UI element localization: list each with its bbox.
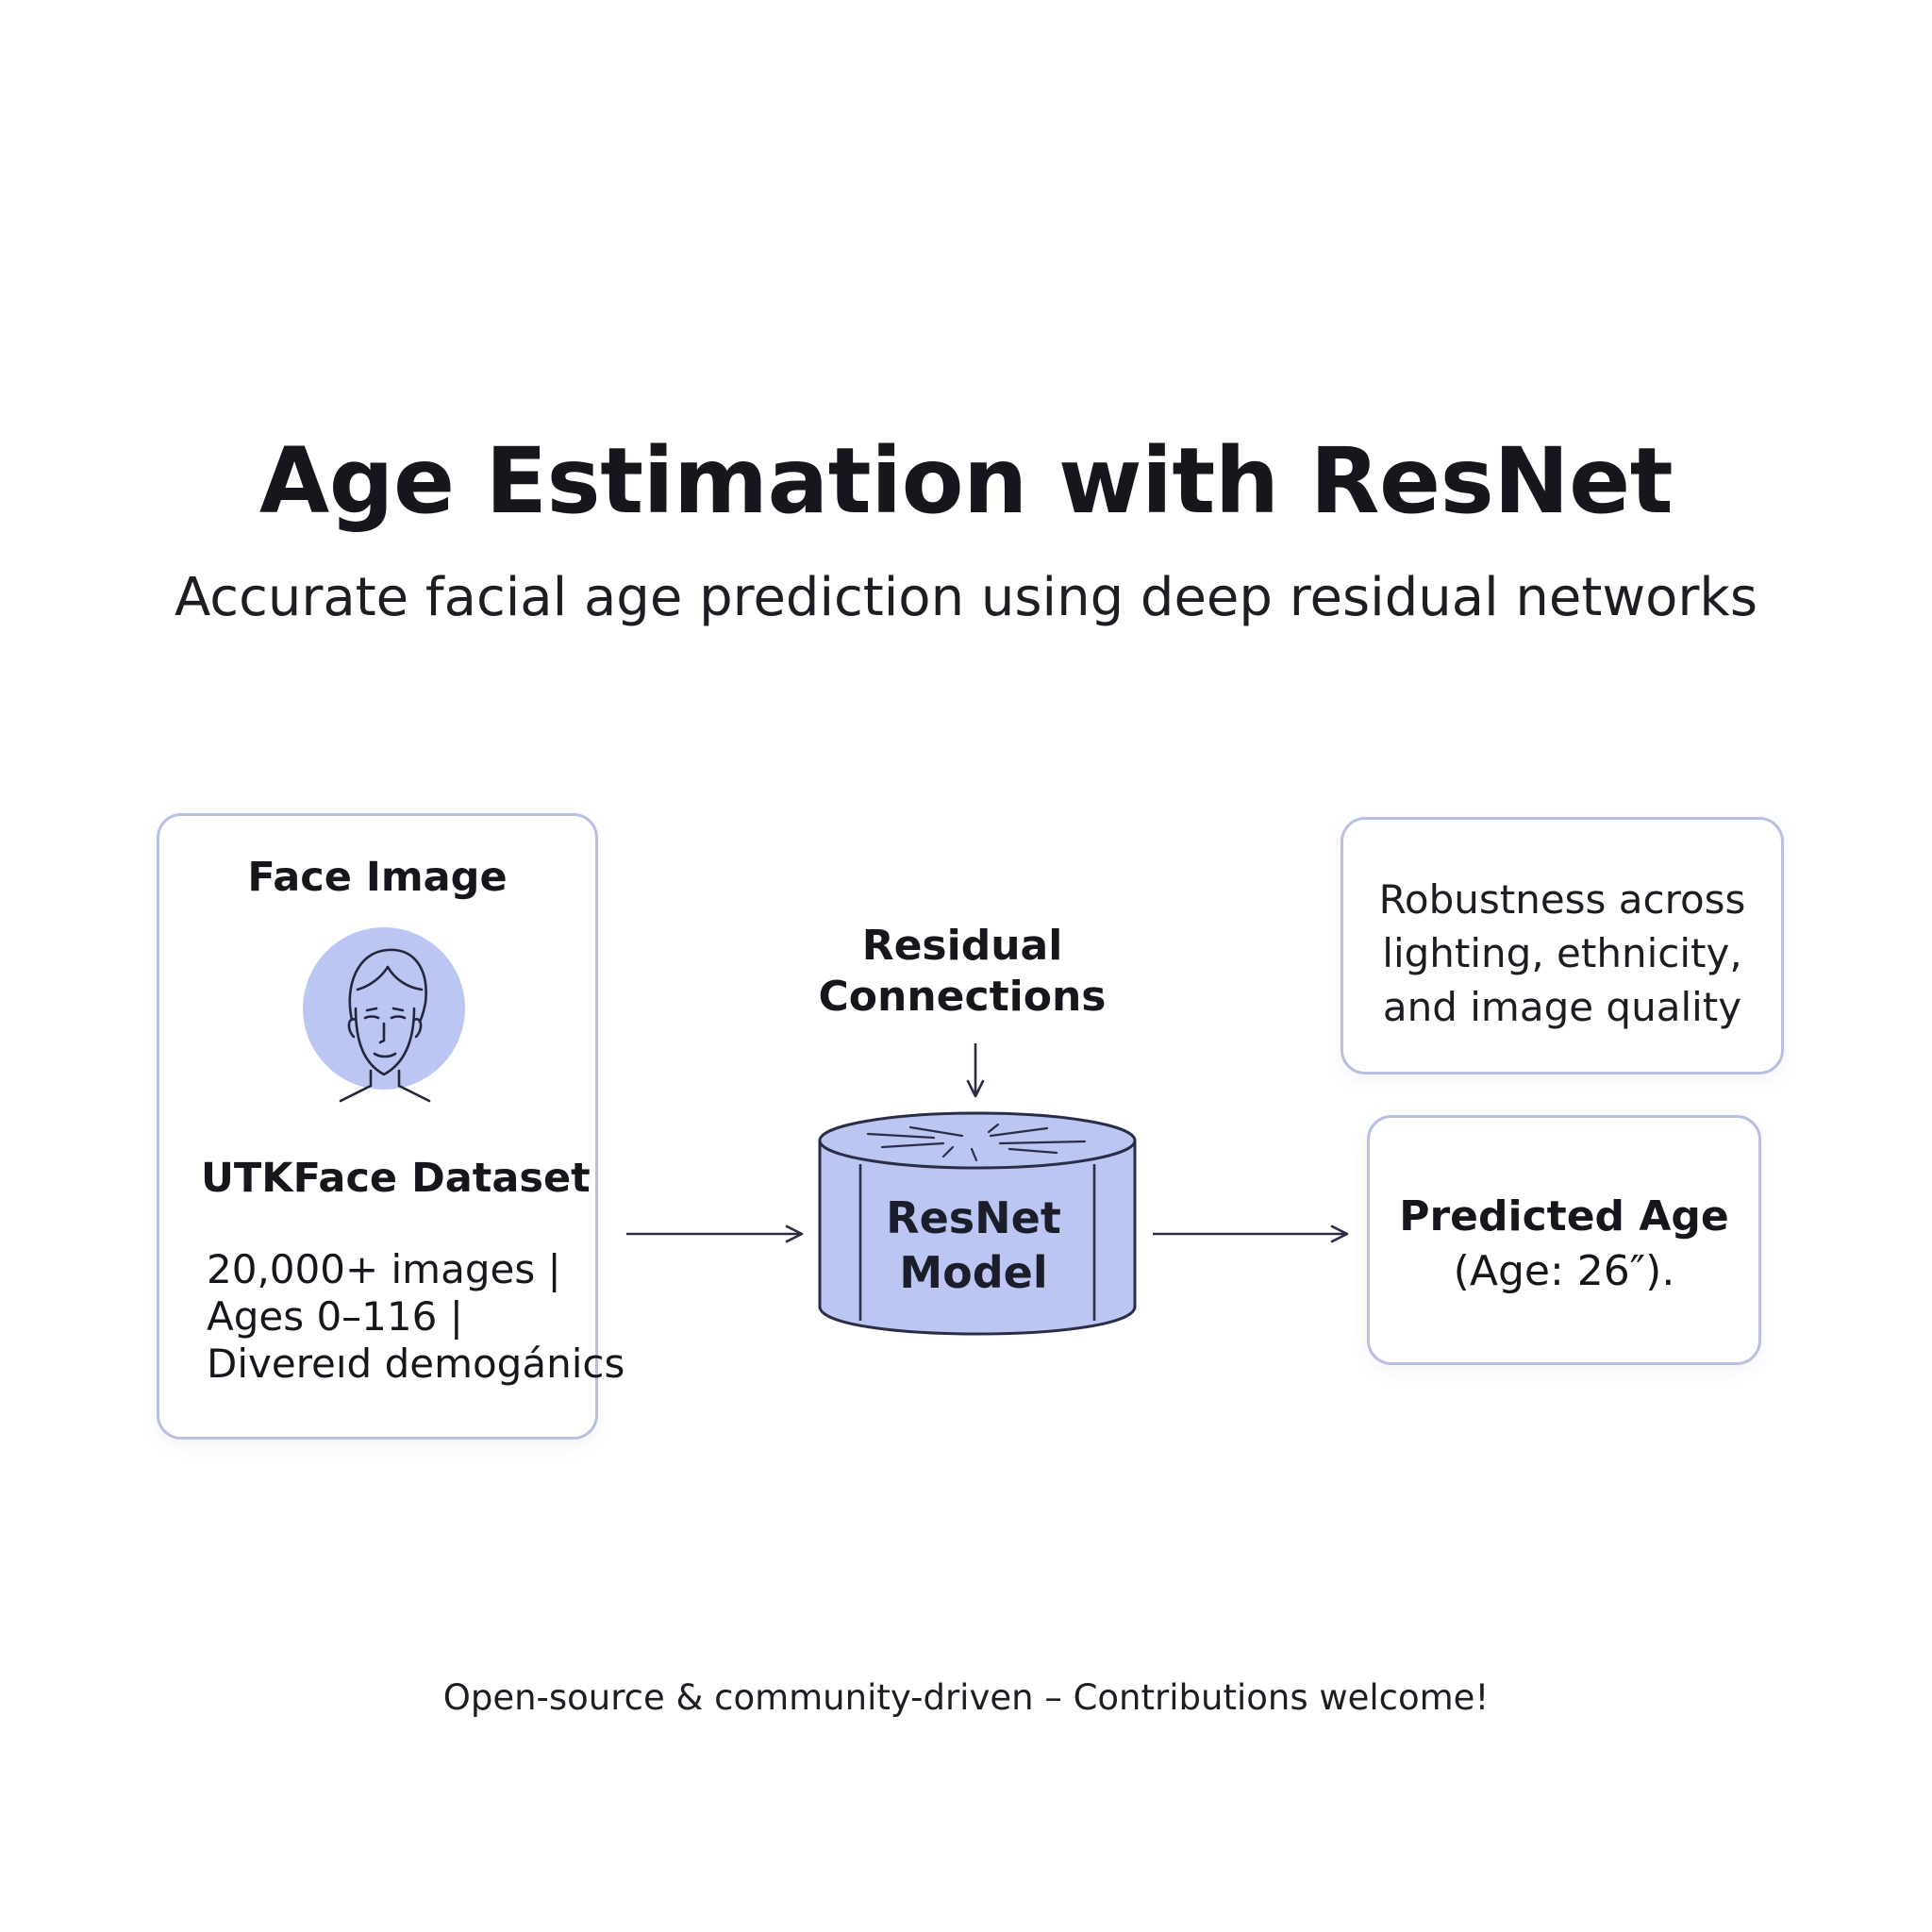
- input-card: Face Image UTKFace Dataset 20,: [157, 813, 625, 1440]
- page-subtitle: Accurate facial age prediction using dee…: [174, 567, 1758, 628]
- dataset-stats: 20,000+ images | Ages 0–116 | Divereıd d…: [207, 1246, 625, 1388]
- page-title: Age Estimation with ResNet: [258, 428, 1674, 534]
- output-card: Predicted Age (Age: 26″).: [1367, 1115, 1761, 1365]
- predicted-age-text: Predicted Age (Age: 26″).: [1370, 1190, 1758, 1299]
- stat-image-count: 20,000+ images |: [207, 1246, 561, 1292]
- predicted-age-value: (Age: 26″).: [1453, 1247, 1675, 1295]
- stat-demographics: Divereıd demogánics: [207, 1341, 625, 1387]
- resnet-model-label: ResNet Model: [886, 1192, 1061, 1298]
- residual-connections-label: Residual Connections: [818, 922, 1107, 1021]
- stat-age-range: Ages 0–116 |: [207, 1293, 463, 1340]
- robustness-card: Robustness across lighting, ethnicity, a…: [1341, 817, 1784, 1074]
- predicted-age-heading: Predicted Age: [1399, 1192, 1729, 1241]
- face-image-heading: Face Image: [247, 854, 508, 901]
- dataset-title: UTKFace Dataset: [201, 1155, 591, 1202]
- face-avatar-icon: [303, 927, 465, 1103]
- footer-note: Open-source & community-driven – Contrib…: [442, 1677, 1490, 1718]
- robustness-text: Robustness across lighting, ethnicity, a…: [1378, 876, 1746, 1030]
